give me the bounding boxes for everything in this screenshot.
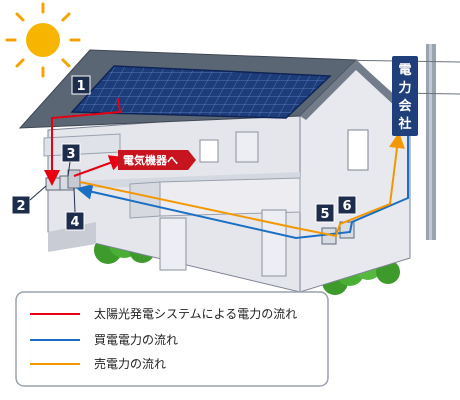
solar-flow-line xyxy=(44,97,122,186)
marker-3: 3 xyxy=(61,143,81,177)
solar-panel xyxy=(70,65,332,119)
svg-text:5: 5 xyxy=(320,207,329,222)
distribution-board-box xyxy=(67,169,81,189)
svg-text:4: 4 xyxy=(70,215,79,230)
legend-item-solar: 太陽光発電システムによる電力の流れ xyxy=(30,306,297,321)
legend-label-solar: 太陽光発電システムによる電力の流れ xyxy=(94,306,297,321)
power-conditioner-box xyxy=(45,177,61,191)
marker-1: 1 xyxy=(71,75,91,95)
legend: 太陽光発電システムによる電力の流れ 買電電力の流れ 売電力の流れ xyxy=(15,291,329,387)
svg-text:6: 6 xyxy=(342,199,351,214)
markers: 1 2 3 4 5 6 xyxy=(11,75,357,231)
purchase-flow-line xyxy=(76,130,409,240)
flow-lines xyxy=(44,97,409,240)
marker-2: 2 xyxy=(11,185,47,215)
svg-text:1: 1 xyxy=(76,79,85,94)
solar-flow-line-to-devices xyxy=(73,155,126,177)
svg-text:2: 2 xyxy=(16,199,25,214)
svg-text:3: 3 xyxy=(66,147,75,162)
legend-label-sale: 売電力の流れ xyxy=(94,356,166,371)
callout-label: 電気機器へ xyxy=(123,153,178,167)
utility-company-label: 電 力 会 社 xyxy=(392,56,418,136)
utility-char-1: 電 xyxy=(398,63,411,78)
callout-to-devices: 電気機器へ xyxy=(118,150,196,170)
marker-5: 5 xyxy=(315,203,335,223)
legend-item-sale: 売電力の流れ xyxy=(30,356,166,371)
legend-label-purchase: 買電電力の流れ xyxy=(94,333,178,347)
utility-char-3: 会 xyxy=(398,98,412,114)
sun-icon xyxy=(5,2,81,78)
utility-char-2: 力 xyxy=(398,80,411,96)
marker-4: 4 xyxy=(65,187,85,231)
legend-item-purchase: 買電電力の流れ xyxy=(30,333,178,347)
utility-char-4: 社 xyxy=(397,116,411,132)
marker-6: 6 xyxy=(337,195,357,215)
sale-flow-line xyxy=(79,132,405,238)
